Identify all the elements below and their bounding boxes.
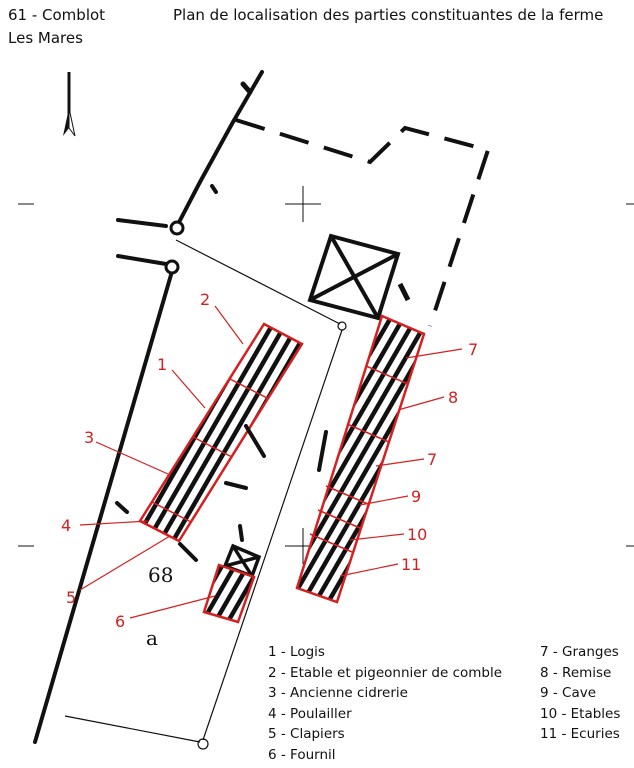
parcel-letter: a [146,626,158,650]
legend-item: 8 - Remise [540,664,612,681]
road-lines [33,70,264,744]
leader-lines [79,305,463,619]
callout-6: 6 [115,612,125,631]
callout-11: 11 [401,555,421,574]
crossed-building [307,233,401,321]
legend-item: 6 - Fournil [268,746,336,763]
commune-label: 61 - Comblot [8,6,106,24]
legend-item: 11 - Ecuries [540,726,620,742]
parcel-number: 68 [148,563,173,587]
plan-title: Plan de localisation des parties constit… [173,6,604,24]
legend-item: 7 - Granges [540,644,619,660]
legend-item: 4 - Poulailler [268,705,352,722]
legend-item: 3 - Ancienne cidrerie [268,685,408,701]
callout-2: 2 [200,290,210,309]
entrance-arrows [115,424,328,562]
legend-left: 1 - Logis 2 - Etable et pigeonnier de co… [268,642,502,765]
grid-cross-marks [285,186,321,564]
legend-item: 9 - Cave [540,685,597,701]
callout-5: 5 [66,588,76,607]
callout-10: 10 [407,525,427,544]
lieu-label: Les Mares [8,29,83,47]
margin-ticks [18,203,634,547]
callout-3: 3 [84,428,94,447]
callout-8: 8 [448,388,458,407]
north-arrow-icon [63,72,76,137]
legend-item: 10 - Etables [540,705,621,722]
callout-1: 1 [157,355,167,374]
legend-item: 1 - Logis [268,644,325,660]
callout-9: 9 [411,487,421,506]
fournil-building [202,563,256,624]
legend-right: 7 - Granges 8 - Remise 9 - Cave 10 - Eta… [540,642,620,745]
legend-item: 5 - Clapiers [268,726,345,742]
callout-4: 4 [61,516,71,535]
east-building [295,314,426,604]
callout-7a: 7 [468,340,478,359]
main-building [138,322,304,543]
parcel-outline [64,239,343,743]
legend-item: 2 - Etable et pigeonnier de comble [268,664,503,681]
dashed-outline [235,118,491,327]
callout-7b: 7 [427,450,437,469]
